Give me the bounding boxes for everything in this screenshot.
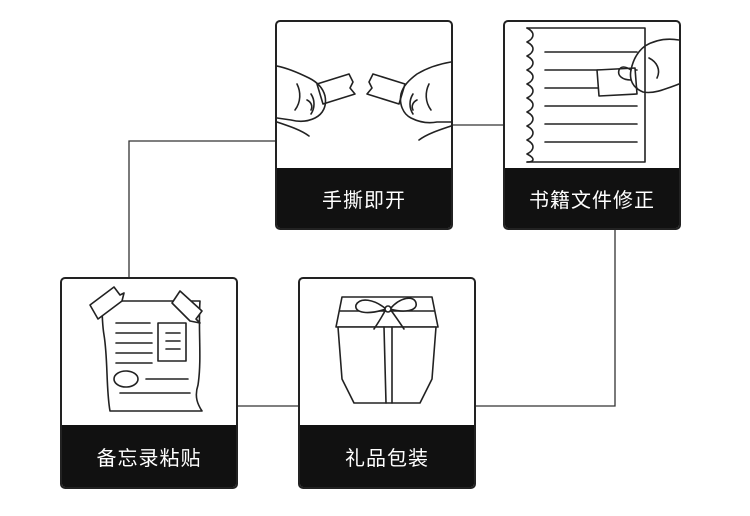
card-memo-sticking: 备忘录粘贴 (60, 277, 238, 489)
card-label: 礼品包装 (300, 425, 474, 487)
card-book-correction: 书籍文件修正 (503, 20, 681, 230)
notebook-tape-icon (505, 22, 679, 168)
card-label: 手撕即开 (277, 168, 451, 228)
card-gift-wrapping: 礼品包装 (298, 277, 476, 489)
card-label: 备忘录粘贴 (62, 425, 236, 487)
card-label: 书籍文件修正 (505, 168, 679, 228)
taped-document-icon (62, 279, 236, 425)
card-tear-by-hand: 手撕即开 (275, 20, 453, 230)
hands-tearing-tape-icon (277, 22, 451, 168)
gift-box-icon (300, 279, 474, 425)
